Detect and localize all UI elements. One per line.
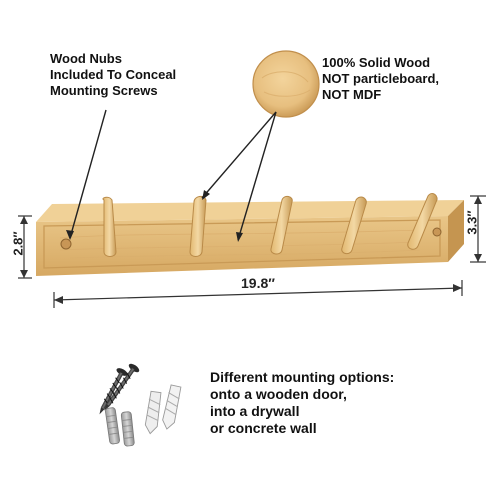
- hook: [270, 195, 293, 255]
- wood-nubs-line-2: Included To Conceal: [50, 66, 177, 82]
- mounting-line-3: into a drywall: [210, 403, 300, 420]
- hook: [407, 193, 438, 250]
- mounting-line-2: onto a wooden door,: [210, 386, 347, 403]
- hook: [189, 195, 207, 257]
- wall-anchor-icon: [105, 384, 182, 447]
- coat-rack: [36, 193, 464, 276]
- hook: [341, 196, 367, 255]
- callout-lines: [69, 109, 277, 241]
- screw-icon: [99, 363, 140, 415]
- mounting-options-callout: Different mounting options: onto a woode…: [210, 369, 394, 437]
- wood-nubs-line-1: Wood Nubs: [50, 51, 122, 66]
- wood-nubs-line-3: Mounting Screws: [50, 82, 158, 98]
- mounting-line-1: Different mounting options:: [210, 369, 395, 385]
- dimension-arrowheads: [20, 196, 482, 304]
- solid-wood-line-2: NOT particleboard,: [322, 70, 440, 86]
- wood-nub-icon: [252, 50, 320, 118]
- height-right-label: 3.3″: [464, 210, 480, 235]
- callout-arrowheads: [66, 190, 243, 242]
- dimension-lines: [18, 195, 486, 308]
- mounting-line-4: or concrete wall: [210, 420, 317, 437]
- solid-wood-line-3: NOT MDF: [322, 86, 382, 102]
- width-label: 19.8″: [241, 275, 275, 291]
- height-left-label: 2.8″: [10, 231, 26, 256]
- wood-nubs-callout: Wood Nubs Included To Conceal Mounting S…: [50, 51, 176, 99]
- solid-wood-callout: 100% Solid Wood NOT particleboard, NOT M…: [322, 55, 439, 103]
- hook: [102, 196, 117, 257]
- solid-wood-line-1: 100% Solid Wood: [322, 55, 431, 70]
